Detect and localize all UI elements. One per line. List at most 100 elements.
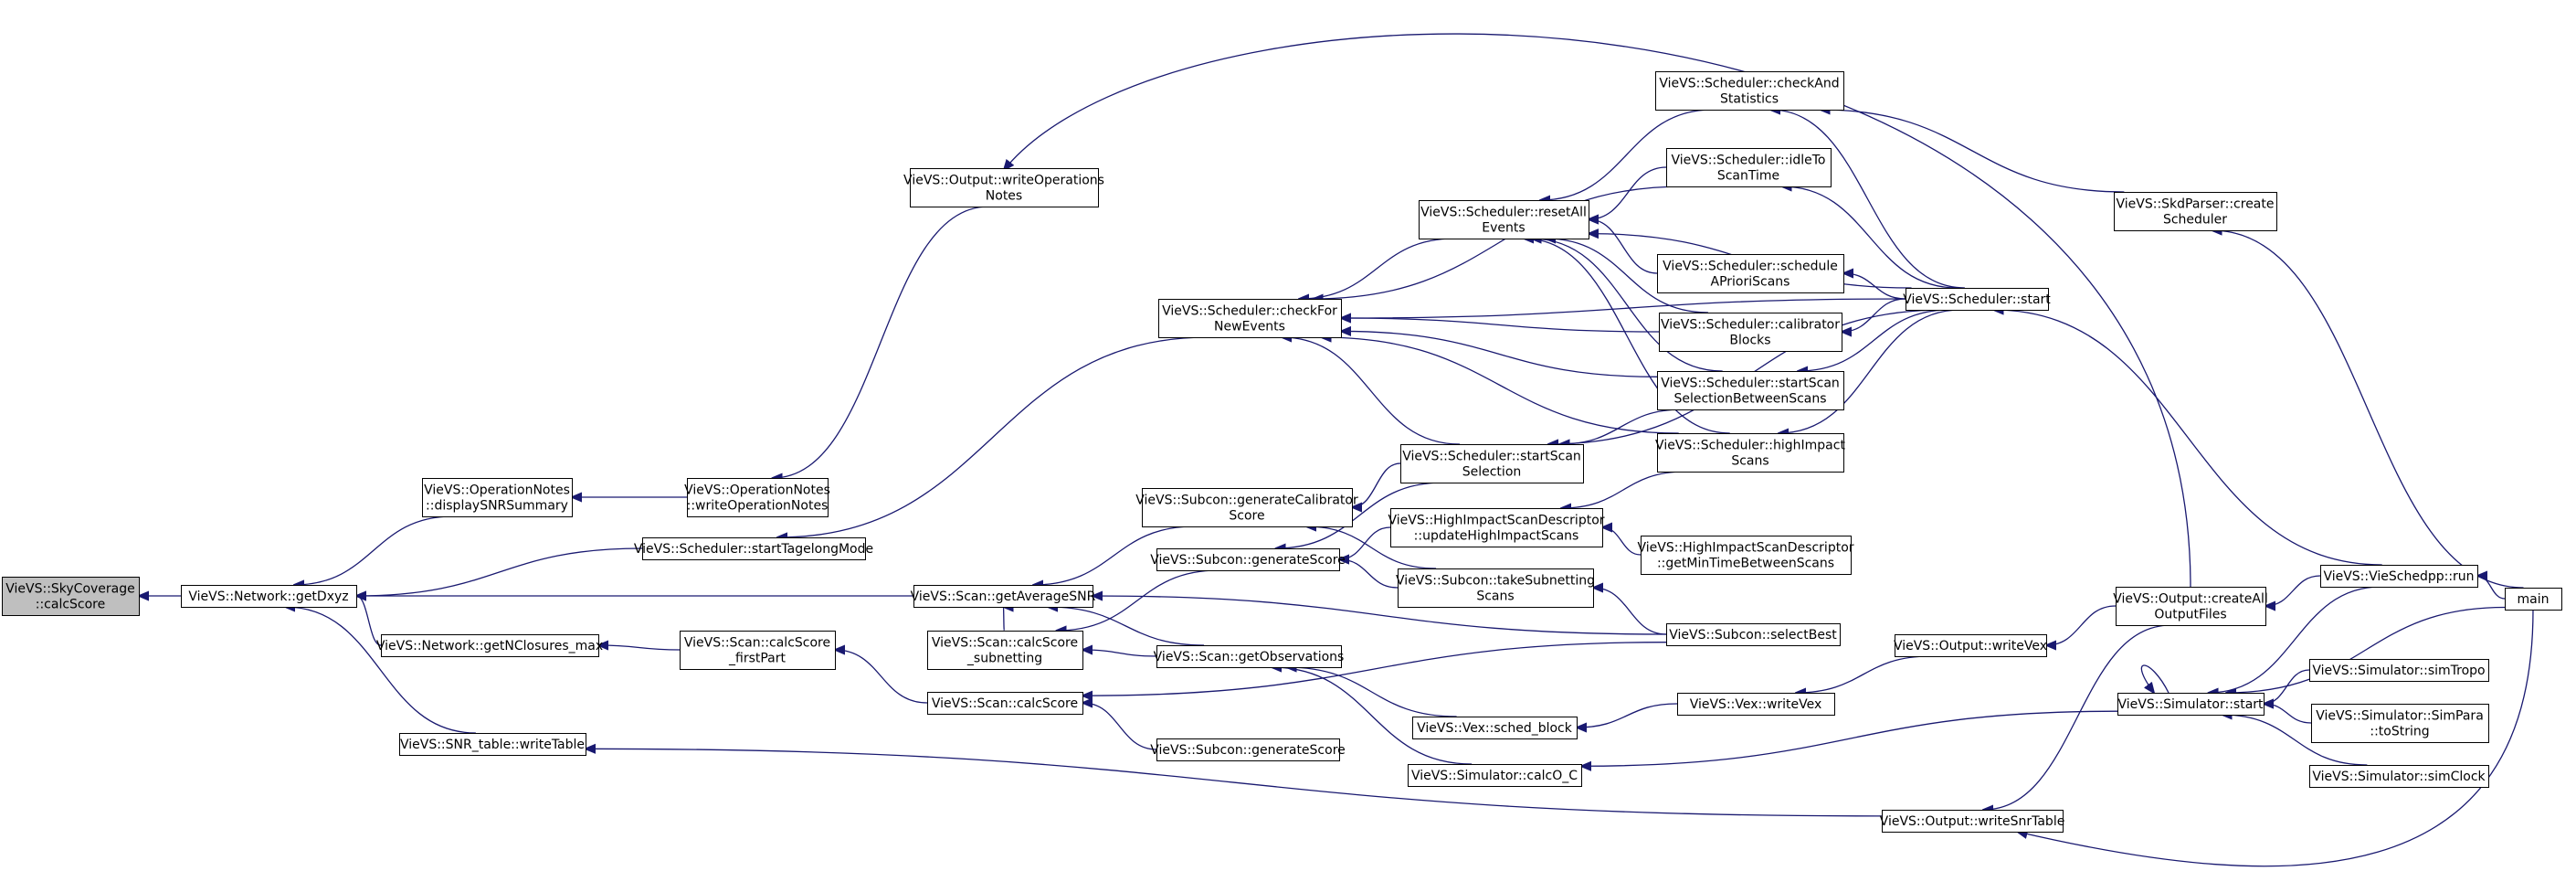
node-calc-score-first[interactable]: VieVS::Scan::calcScore_firstPart [680,631,836,670]
node-gen-score2[interactable]: VieVS::Subcon::generateScore [1150,738,1346,761]
node-get-dxyz[interactable]: VieVS::Network::getDxyz [181,585,357,608]
call-edge [1286,667,1457,717]
node-box [1390,508,1603,547]
call-edge [2209,586,2381,693]
node-box [422,478,573,517]
node-get-obs[interactable]: VieVS::Scan::getObservations [1154,645,1345,668]
node-box [1906,288,2049,311]
call-edge [835,650,928,704]
node-label: VieVS::Subcon::generateScore [1150,553,1346,568]
node-vie-run[interactable]: VieVS::VieSchedpp::run [2320,565,2478,588]
node-label: VieVS::Scan::getObservations [1154,650,1345,664]
node-out-write-snr[interactable]: VieVS::Output::writeSnrTable [1880,810,2065,833]
node-calc-score-sub[interactable]: VieVS::Scan::calcScore_subnetting [927,631,1083,670]
node-box [642,537,866,560]
call-edge [1589,219,1658,274]
call-edge [1306,526,1437,569]
node-label: VieVS::Simulator::simClock [2312,770,2486,784]
node-box [1641,536,1852,575]
node-get-avg-s-n-r[interactable]: VieVS::Scan::getAverageSNR [911,585,1096,608]
node-sim-tropo[interactable]: VieVS::Simulator::simTropo [2309,659,2489,682]
node-write-op-notes-n[interactable]: VieVS::OperationNotes::writeOperationNot… [684,478,830,517]
call-edge [285,607,476,734]
node-select-best[interactable]: VieVS::Subcon::selectBest [1666,623,1841,646]
call-edge [1993,310,2382,566]
node-box [1657,254,1844,293]
node-start-scan-sel-between[interactable]: VieVS::Scheduler::startScanSelectionBetw… [1657,371,1844,410]
call-edge [1561,471,1685,508]
node-calc-score[interactable]: VieVS::SkyCoverage::calcScore [2,577,140,616]
node-out-write-vex[interactable]: VieVS::Output::writeVex [1894,634,2047,657]
node-box [2117,693,2265,716]
node-box [1398,568,1594,608]
node-box [381,634,599,657]
node-label: SelectionBetweenScans [1673,392,1826,407]
node-vex-write-vex[interactable]: VieVS::Vex::writeVex [1677,693,1835,716]
node-label: VieVS::Network::getDxyz [188,590,348,604]
node-label: ::getMinTimeBetweenScans [1657,557,1834,571]
call-edge [1524,239,1730,434]
node-label: VieVS::Scheduler::checkAnd [1659,77,1839,91]
node-sched-block[interactable]: VieVS::Vex::sched_block [1412,717,1578,739]
node-sim-clock[interactable]: VieVS::Simulator::simClock [2309,765,2489,788]
node-snr-write-table[interactable]: VieVS::SNR_table::writeTable [399,733,586,756]
node-label: VieVS::Output::writeOperations [903,174,1104,188]
node-update-h-i[interactable]: VieVS::HighImpactScanDescriptor::updateH… [1388,508,1605,547]
node-label: VieVS::Network::getNClosures_max [376,639,603,653]
node-box [1419,200,1589,239]
node-get-n-closures[interactable]: VieVS::Network::getNClosures_max [376,634,603,657]
call-edge [1577,703,1678,728]
node-box [927,631,1083,670]
call-edge [1779,309,1961,433]
node-label: VieVS::Scheduler::schedule [1663,260,1838,274]
call-edge [1546,239,1708,313]
call-edge [1048,607,1205,646]
call-edge [356,547,643,596]
node-label: APrioriScans [1711,275,1790,290]
node-label: VieVS::Output::createAll [2113,592,2268,607]
node-label: Score [1229,509,1264,524]
node-display-s-n-r[interactable]: VieVS::OperationNotes::displaySNRSummary [422,478,573,517]
node-label: VieVS::HighImpactScanDescriptor [1388,514,1604,528]
node-get-min-time[interactable]: VieVS::HighImpactScanDescriptor::getMinT… [1637,536,1854,575]
call-edge [2018,609,2534,867]
node-label: Scans [1731,454,1768,469]
node-main[interactable]: main [2505,588,2562,611]
node-box [2320,565,2478,588]
node-label: VieVS::VieSchedpp::run [2323,569,2474,584]
node-sim-para[interactable]: VieVS::Simulator::SimPara::toString [2311,704,2489,743]
node-sim-start[interactable]: VieVS::Simulator::start [2117,693,2265,716]
node-gen-score1[interactable]: VieVS::Subcon::generateScore [1150,548,1346,571]
node-label: VieVS::Scheduler::calibrator [1661,318,1840,333]
call-edge [1843,273,1906,300]
node-sched-start[interactable]: VieVS::Scheduler::start [1903,288,2051,311]
node-box [1657,371,1844,410]
node-label: VieVS::Output::writeSnrTable [1880,814,2065,829]
call-edge [1341,318,1660,333]
call-edge [1589,166,1667,219]
node-label: VieVS::Scheduler::startScan [1661,377,1840,391]
node-label: VieVS::Subcon::generateCalibrator [1135,494,1358,508]
node-label: VieVS::OperationNotes [684,483,830,498]
node-label: VieVS::Scan::calcScore [932,636,1078,651]
node-box [2114,192,2277,231]
node-scan-calc-score[interactable]: VieVS::Scan::calcScore [927,692,1083,715]
node-box [2505,588,2562,611]
call-edge [2264,669,2310,704]
node-start-tagelong[interactable]: VieVS::Scheduler::startTagelongMode [634,537,873,560]
call-edge [2212,230,2524,589]
node-calc-o-c[interactable]: VieVS::Simulator::calcO_C [1408,764,1582,787]
